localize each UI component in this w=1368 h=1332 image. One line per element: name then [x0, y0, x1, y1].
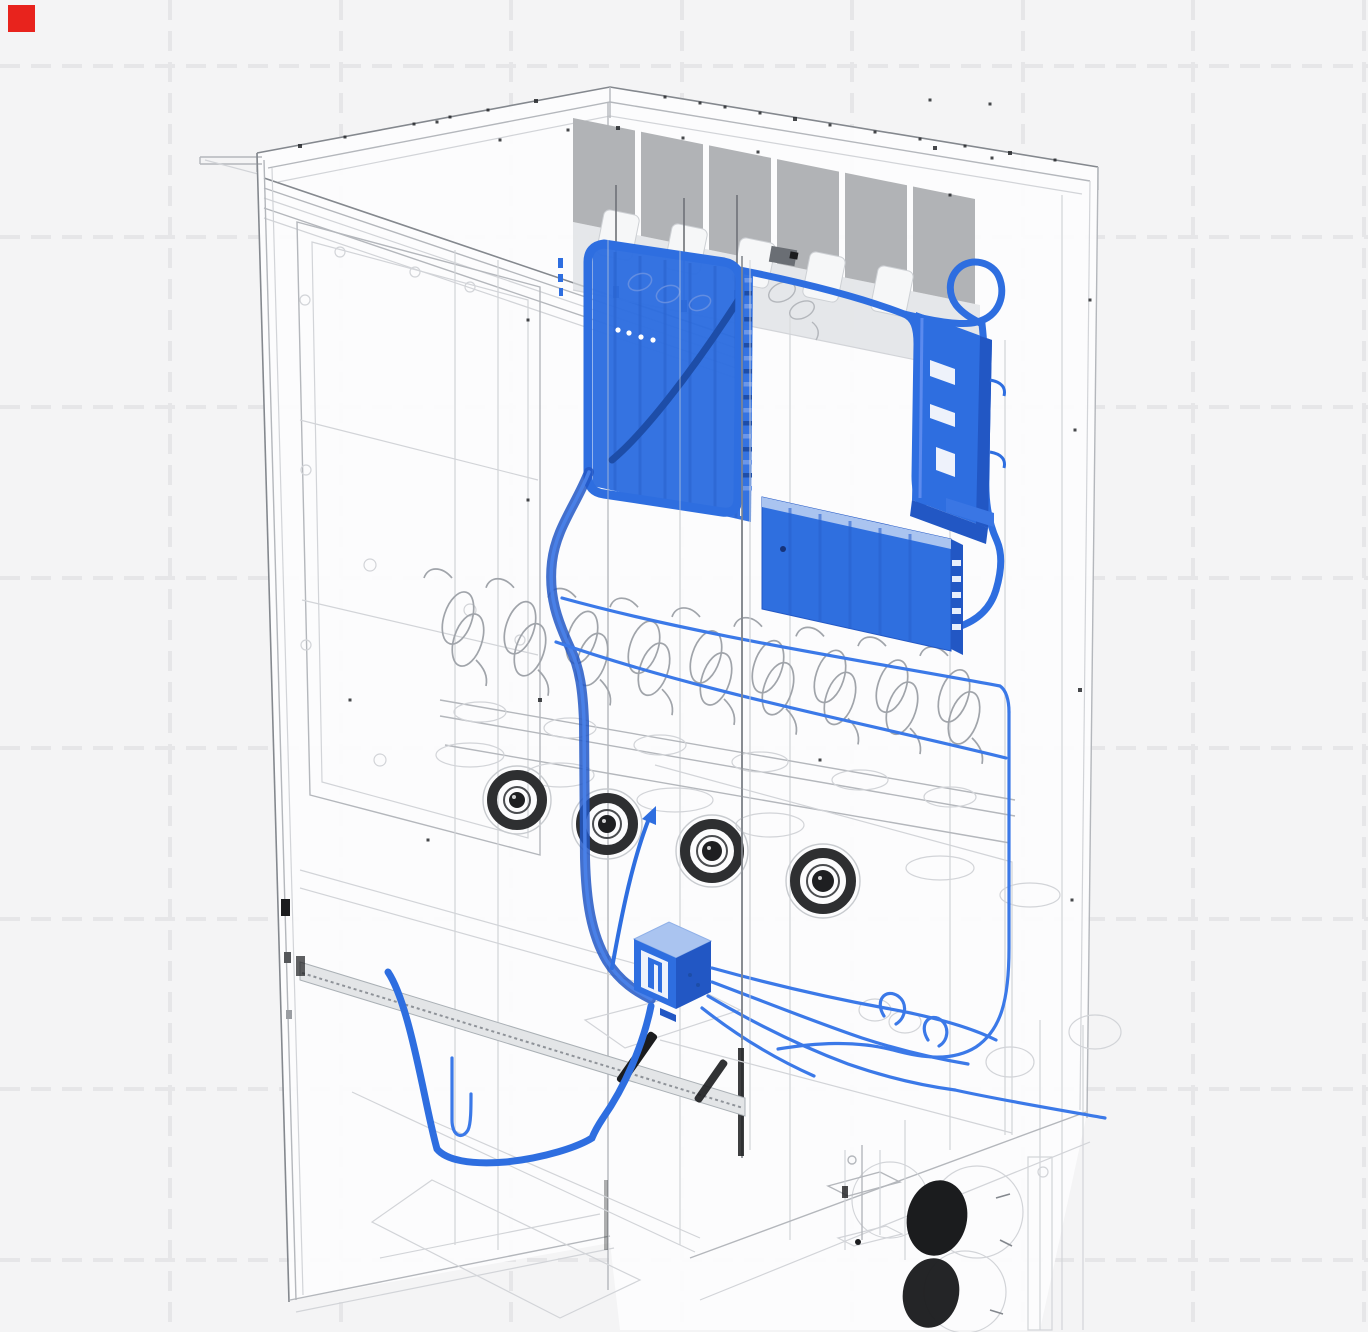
door-cross-band: [296, 956, 746, 1117]
door-left-edge: [256, 152, 290, 1303]
door-hinge-tab: [199, 156, 262, 175]
dispense-motor: [482, 765, 552, 835]
connector-pin: [743, 369, 752, 374]
screw-dot: [723, 105, 727, 109]
foreground-rails: [607, 240, 751, 1040]
connector-pin: [743, 356, 752, 361]
screw-dot: [933, 146, 937, 150]
screw-dot: [486, 108, 490, 112]
connector-pin: [743, 460, 752, 465]
screw-dot: [948, 193, 952, 197]
screw-dot: [818, 758, 822, 762]
screw-dot: [1008, 151, 1012, 155]
top-vent-panels: [572, 118, 981, 374]
screw-dot: [663, 95, 667, 99]
spiral-coil: [733, 616, 798, 735]
connector-pin: [743, 317, 752, 322]
conduit-side-clips: [558, 258, 563, 296]
connector-pin: [743, 343, 752, 348]
connector-pin: [743, 447, 752, 452]
spiral-dispense-coils: [423, 568, 1016, 844]
screw-dot: [298, 144, 302, 148]
fanout-wires[interactable]: [700, 966, 1107, 1120]
spiral-coil: [485, 577, 550, 696]
dispense-motors: [482, 765, 861, 919]
screw-dot: [873, 130, 877, 134]
dispense-motor: [785, 843, 861, 919]
cabinet-right-face: [689, 166, 1099, 1331]
junction-box[interactable]: [632, 921, 713, 1022]
spiral-coil: [857, 636, 922, 755]
record-indicator: [8, 5, 35, 32]
screw-dot: [793, 117, 797, 121]
screw-dot: [538, 698, 542, 702]
screw-dot: [963, 144, 967, 148]
screw-dot: [698, 101, 702, 105]
main-cable-harness[interactable]: [546, 467, 656, 1004]
connector-pin: [743, 434, 752, 439]
screw-dot: [928, 98, 932, 102]
screw-dot: [566, 128, 570, 132]
screw-dot: [1070, 898, 1074, 902]
spiral-coil: [423, 568, 488, 687]
screw-dot: [534, 99, 538, 103]
screw-dot: [681, 136, 685, 140]
screw-dot: [526, 318, 530, 322]
screw-dot: [988, 102, 992, 106]
connector-pin: [743, 382, 752, 387]
connector-pin: [743, 486, 752, 491]
screw-dot: [1088, 298, 1092, 302]
screw-dot: [448, 115, 452, 119]
connector-pin: [743, 473, 752, 478]
connector-pin: [743, 408, 752, 413]
door-controller-board[interactable]: [593, 246, 753, 522]
connector-pin: [743, 421, 752, 426]
screw-dot: [1073, 428, 1077, 432]
screw-dot: [348, 698, 352, 702]
routing-arrow: [610, 806, 656, 970]
connector-pin: [743, 304, 752, 309]
screw-dot: [426, 838, 430, 842]
screw-dot: [616, 126, 620, 130]
screw-dot: [758, 111, 762, 115]
screw-dot: [498, 138, 502, 142]
connector-pin: [743, 278, 752, 283]
screw-dot: [756, 150, 760, 154]
connector-pin: [743, 330, 752, 335]
screw-dot: [828, 123, 832, 127]
screw-dot: [1078, 688, 1082, 692]
screw-dot: [343, 135, 347, 139]
connector-pin: [743, 291, 752, 296]
validator-module[interactable]: [910, 312, 1006, 544]
screw-dot: [1053, 158, 1057, 162]
door-inner-panel: [296, 221, 541, 856]
floor-cable-loop[interactable]: [384, 968, 655, 1167]
spiral-coil: [795, 626, 860, 745]
door-hinge-hardware: [281, 899, 292, 1019]
screw-dot: [412, 122, 416, 126]
screw-dot: [918, 137, 922, 141]
condenser-fans: [902, 1165, 1024, 1332]
board-led-dots: [615, 327, 656, 343]
branch-cables[interactable]: [554, 596, 1011, 1059]
screw-dot: [435, 120, 439, 124]
screw-dot: [526, 498, 530, 502]
board-cross-cable: [608, 292, 745, 464]
screw-dot: [990, 156, 994, 160]
top-connector-details: [768, 245, 819, 341]
spiral-coil: [671, 607, 736, 726]
cabinet-wireframe: [199, 86, 1122, 1332]
connector-pin: [743, 395, 752, 400]
lower-interior: [299, 764, 1013, 1135]
power-distribution-board[interactable]: [761, 496, 963, 655]
mounting-bracket[interactable]: [922, 479, 994, 527]
dispense-motor: [675, 814, 749, 888]
